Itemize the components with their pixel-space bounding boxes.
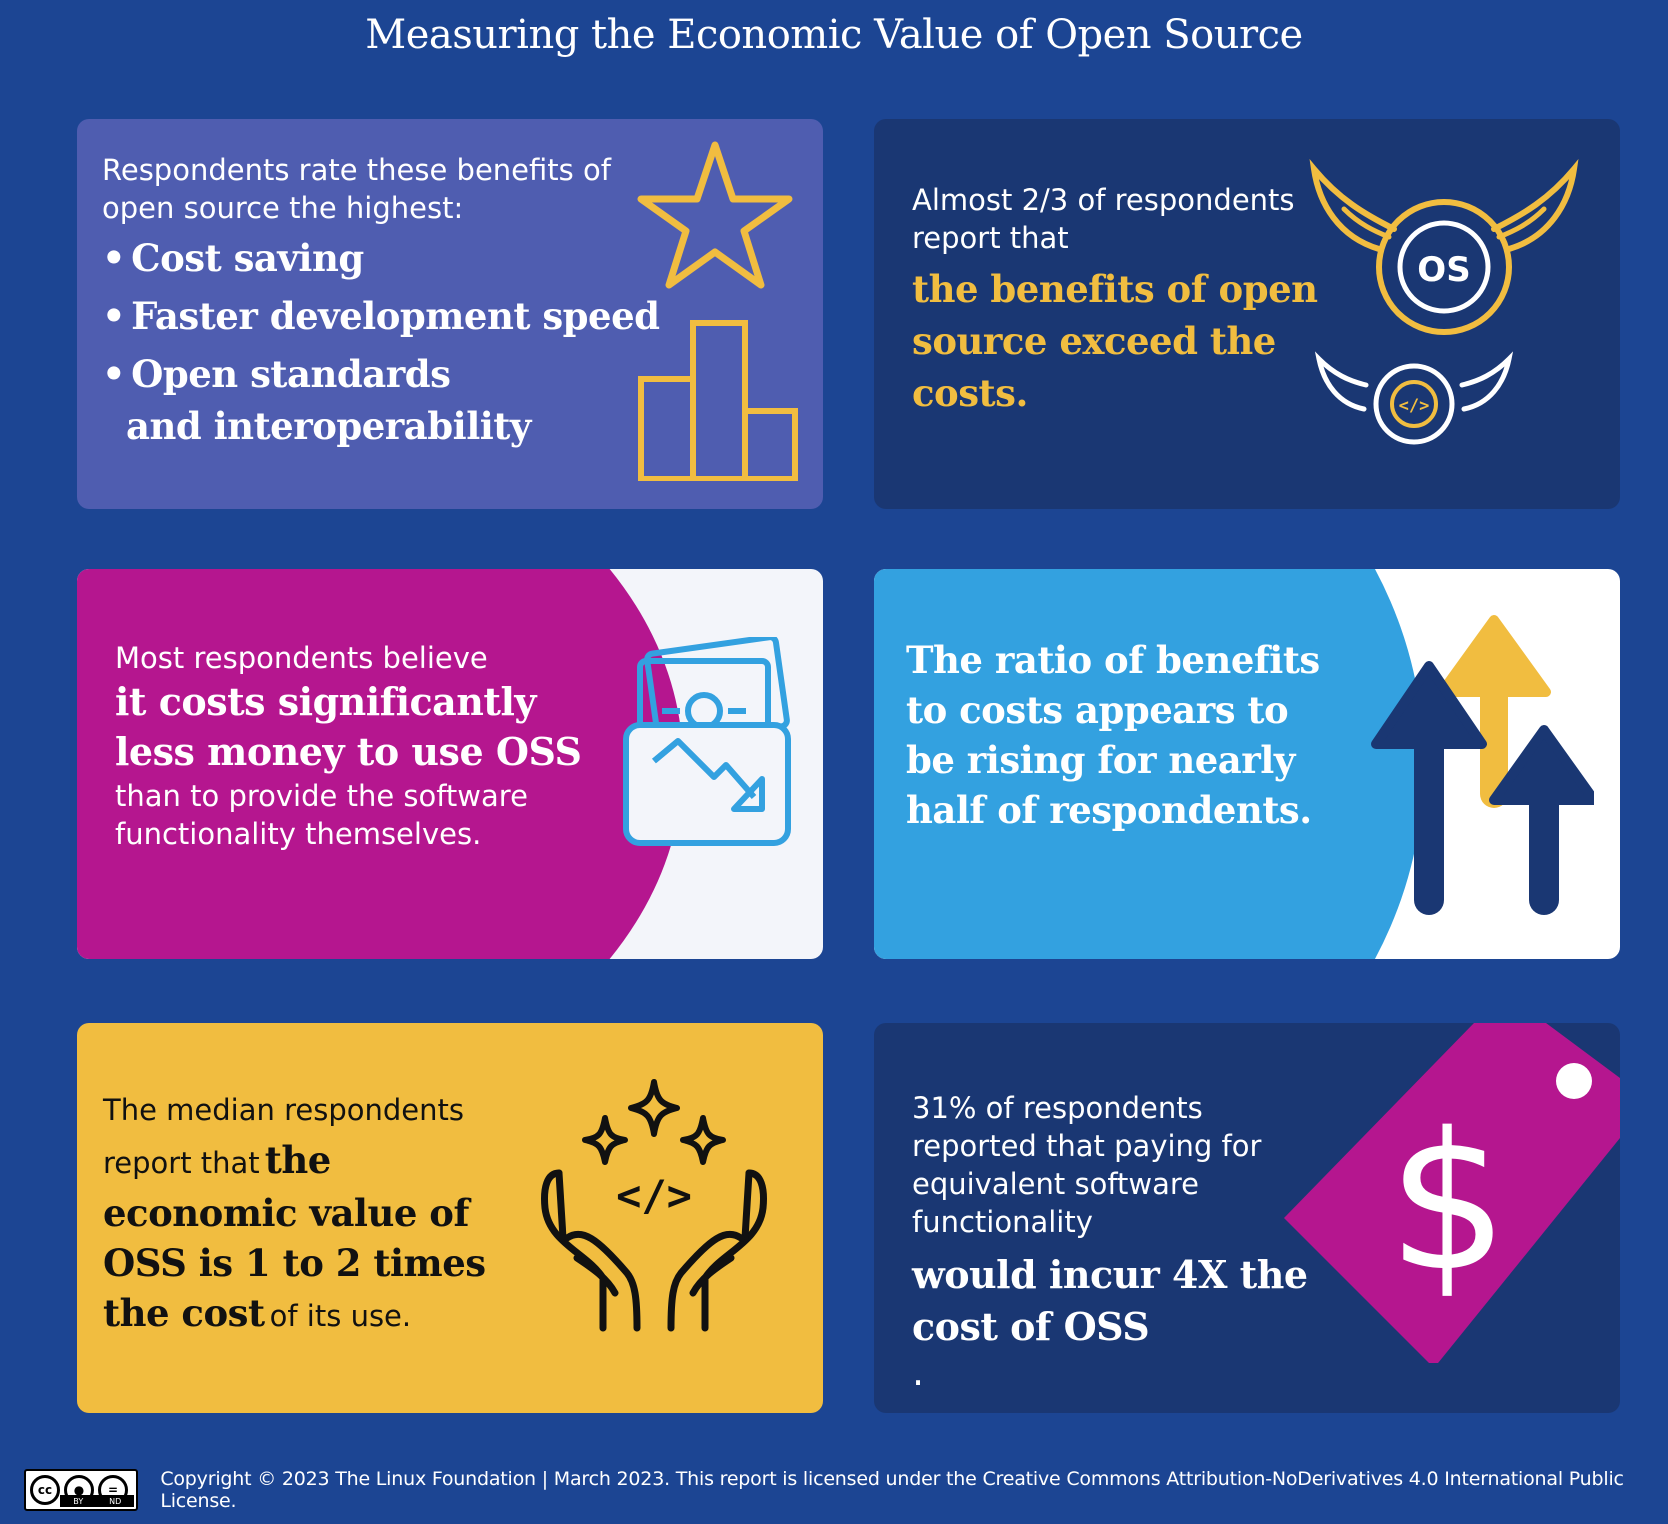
list-item: •Cost saving: [102, 236, 364, 280]
four-x-cost-text: 31% of respondents reported that paying …: [912, 1091, 1308, 1394]
benefits-exceed-text: Almost 2/3 of respondents report that th…: [912, 183, 1318, 415]
copyright-text: Copyright © 2023 The Linux Foundation | …: [160, 1468, 1624, 1512]
dollar-price-tag-icon: $: [1284, 1023, 1620, 1363]
wallet-money-down-icon: [623, 637, 791, 846]
median-value-card: The median respondents report that the e…: [77, 1023, 823, 1413]
page-title: Measuring the Economic Value of Open Sou…: [365, 12, 1303, 58]
cc-icon: cc: [30, 1475, 60, 1505]
median-value-text: The median respondents report that the e…: [103, 1093, 486, 1335]
coin-os-label: OS: [1417, 250, 1470, 290]
hands-code-sparkle-icon: </>: [541, 1079, 767, 1332]
four-x-cost-card: 31% of respondents reported that paying …: [874, 1023, 1620, 1413]
winged-os-coin-icon: OS </>: [1309, 159, 1579, 445]
costs-less-text: Most respondents believe it costs signif…: [115, 641, 582, 851]
list-item-continuation: and interoperability: [126, 404, 531, 448]
star-podium-icon: [637, 141, 798, 481]
magenta-shape: [77, 569, 683, 959]
cc-by-nd-icon: cc ● = BY ND: [24, 1469, 139, 1511]
dollar-symbol: $: [1388, 1092, 1509, 1313]
blue-shape: [874, 569, 1424, 959]
rising-arrows-icon: [1371, 615, 1594, 915]
ratio-rising-text: The ratio of benefits to costs appears t…: [906, 638, 1320, 832]
benefits-card: Respondents rate these benefits of open …: [77, 119, 823, 509]
code-symbol: </>: [616, 1171, 692, 1220]
benefits-list: •Cost saving •Faster development speed •…: [102, 232, 660, 458]
ratio-rising-card: The ratio of benefits to costs appears t…: [874, 569, 1620, 959]
footer: cc ● = BY ND Copyright © 2023 The Linux …: [24, 1468, 1654, 1512]
small-coin-label: </>: [1399, 396, 1430, 416]
license-strip: BY ND: [60, 1495, 135, 1507]
list-item: •Faster development speed: [102, 294, 660, 338]
benefits-intro: Respondents rate these benefits of open …: [102, 153, 611, 225]
list-item: •Open standards: [102, 352, 451, 396]
costs-less-card: Most respondents believe it costs signif…: [77, 569, 823, 959]
benefits-exceed-card: Almost 2/3 of respondents report that th…: [874, 119, 1620, 509]
